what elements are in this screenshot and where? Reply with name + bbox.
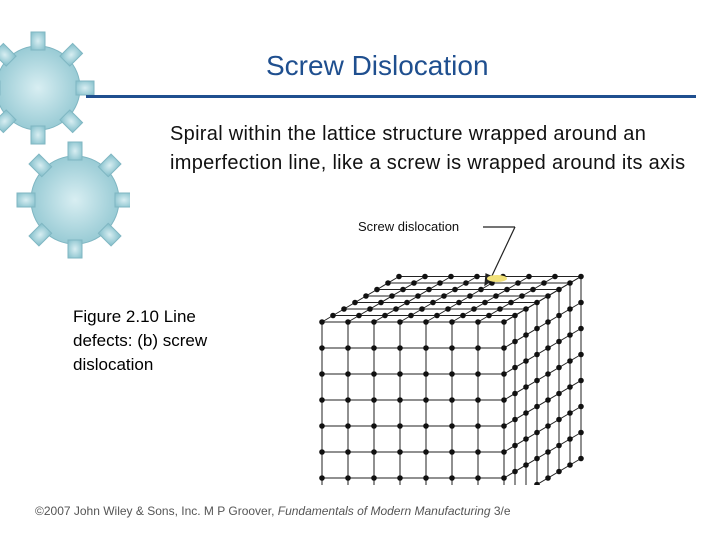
copyright-footer: ©2007 John Wiley & Sons, Inc. M P Groove… bbox=[35, 504, 511, 518]
figure-caption: Figure 2.10 Line defects: (b) screw disl… bbox=[73, 307, 208, 374]
figure-label: Screw dislocation bbox=[358, 219, 459, 234]
footer-book-title: Fundamentals of Modern Manufacturing bbox=[277, 504, 491, 518]
slide-body-text: Spiral within the lattice structure wrap… bbox=[170, 123, 686, 174]
gears-decoration bbox=[0, 31, 130, 259]
lattice-grid bbox=[319, 273, 584, 485]
slide-title: Screw Dislocation bbox=[266, 50, 489, 81]
gear-icon bbox=[16, 141, 130, 259]
title-underline bbox=[86, 95, 696, 98]
dislocation-marker bbox=[487, 275, 507, 282]
footer-prefix: ©2007 John Wiley & Sons, Inc. M P Groove… bbox=[35, 504, 278, 518]
gear-icon bbox=[0, 31, 95, 145]
footer-suffix: 3/e bbox=[490, 504, 511, 518]
screw-dislocation-figure: Screw dislocation bbox=[319, 219, 584, 485]
